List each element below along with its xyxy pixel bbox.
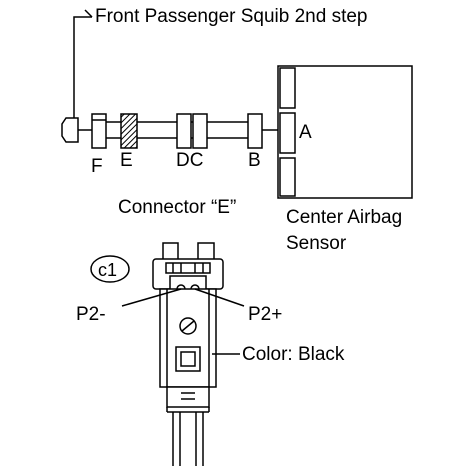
- pin-leaders: [121, 288, 245, 355]
- sensor-label-line2: Sensor: [286, 233, 347, 254]
- color-label: Color: Black: [242, 344, 345, 365]
- connector-e: [120, 113, 138, 149]
- pin-plus-label: P2+: [248, 304, 282, 325]
- squib-terminal: [61, 117, 92, 143]
- connector-dc: [176, 113, 208, 149]
- connector-caption: Connector “E”: [118, 197, 236, 218]
- sensor-label-line1: Center Airbag: [286, 207, 402, 228]
- connector-dc-label: DC: [176, 150, 203, 171]
- center-airbag-sensor-box: [277, 65, 413, 199]
- squib-label: Front Passenger Squib 2nd step: [95, 6, 368, 27]
- squib-leader: [73, 9, 93, 118]
- connector-b-label: B: [248, 150, 261, 171]
- connector-c1-drawing: [152, 242, 224, 466]
- connector-b: [247, 113, 280, 149]
- connector-code-badge: c1: [90, 255, 130, 283]
- connector-f: [91, 113, 107, 149]
- pin-minus-label: P2-: [76, 304, 106, 325]
- connector-a-label: A: [299, 122, 312, 143]
- connector-f-label: F: [91, 156, 103, 177]
- connector-e-label: E: [120, 150, 133, 171]
- connector-code-label: c1: [98, 260, 117, 280]
